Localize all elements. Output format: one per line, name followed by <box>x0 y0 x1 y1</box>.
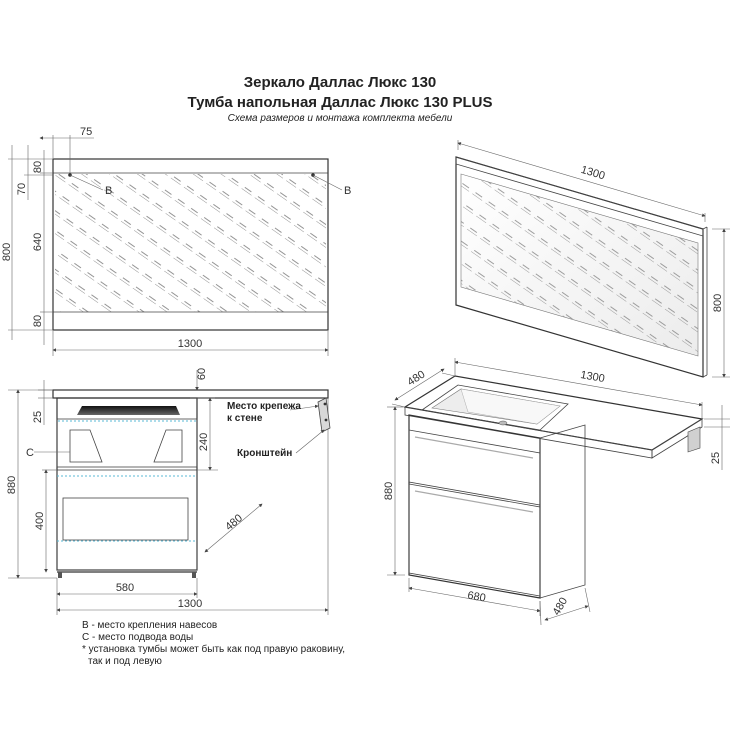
cabinet-body-front <box>56 397 198 571</box>
dim-240: 240 <box>198 433 210 451</box>
marker-b-right: B <box>344 185 351 197</box>
cabinet-iso-front <box>408 414 541 599</box>
marker-c: C <box>26 447 34 459</box>
note-install: * установка тумбы может быть как под пра… <box>82 643 345 655</box>
mirror-outline <box>52 158 329 331</box>
cabinet-front-view: C 60 25 240 880 400 480 580 1300 <box>6 368 331 615</box>
title-line-2: Тумба напольная Даллас Люкс 130 PLUS <box>187 94 492 111</box>
dim-70: 70 <box>16 183 28 195</box>
dim-400: 400 <box>34 512 46 530</box>
lower-drawer-panel <box>62 497 189 541</box>
dim-75: 75 <box>80 126 92 138</box>
dim-580: 580 <box>116 582 134 594</box>
dim-1300-front: 1300 <box>178 598 202 610</box>
dim-iso-width: 1300 <box>579 369 605 385</box>
cabinet-iso-view: 480 1300 25 880 680 480 <box>383 358 730 626</box>
note-install-cont: так и под левую <box>88 656 162 667</box>
label-mount-line1: Место крепежа <box>227 401 301 412</box>
label-bracket: Кронштейн <box>237 448 292 459</box>
legend-notes: В - место крепления навесов С - место по… <box>82 620 345 667</box>
dim-80-top: 80 <box>32 161 44 173</box>
dim-800: 800 <box>1 243 13 261</box>
bracket-detail <box>317 397 331 433</box>
dim-iso-depth-bottom: 480 <box>551 596 571 618</box>
mirror-glass-hatch <box>55 174 326 312</box>
dim-25: 25 <box>32 411 44 423</box>
lower-drawer-front <box>56 469 198 571</box>
subtitle: Схема размеров и монтажа комплекта мебел… <box>228 112 453 124</box>
bracket-iso <box>687 426 701 453</box>
dim-iso-depth-top: 480 <box>405 368 427 388</box>
upper-drawer-front <box>56 418 198 468</box>
dim-iso-width-bottom: 680 <box>466 590 486 605</box>
marker-b-leader-left <box>69 174 104 191</box>
sink-bowl-silhouette <box>77 406 180 415</box>
countertop-front <box>52 389 329 399</box>
upper-drawer-iso <box>408 429 541 506</box>
dim-80-bottom: 80 <box>32 315 44 327</box>
note-c: С - место подвода воды <box>82 632 193 643</box>
marker-b-leader-right <box>312 174 343 191</box>
mirror-front-view: B B 75 800 70 80 640 80 1300 <box>1 126 351 356</box>
water-cutout-left <box>69 429 103 463</box>
dim-iso-25: 25 <box>710 452 722 464</box>
note-b: В - место крепления навесов <box>82 620 217 631</box>
cabinet-iso-side <box>539 424 586 599</box>
dim-mirror-iso-height: 800 <box>712 294 724 312</box>
label-mount-line2: к стене <box>227 413 263 424</box>
countertop-iso-top <box>403 375 704 451</box>
water-cutout-right <box>153 429 183 463</box>
lower-drawer-iso <box>408 483 541 597</box>
dim-880: 880 <box>6 476 18 494</box>
dim-mirror-iso-width: 1300 <box>579 164 606 182</box>
dim-mirror-width: 1300 <box>178 338 202 350</box>
dim-480-front: 480 <box>223 512 245 533</box>
dim-640: 640 <box>32 233 44 251</box>
mirror-iso-hatch <box>461 174 698 356</box>
mirror-iso-view: 1300 800 <box>455 140 730 378</box>
dim-iso-height: 880 <box>383 482 395 500</box>
marker-b-left: B <box>105 185 112 197</box>
dim-60: 60 <box>196 368 208 380</box>
title-line-1: Зеркало Даллас Люкс 130 <box>244 74 437 91</box>
sink-drain <box>498 420 508 426</box>
